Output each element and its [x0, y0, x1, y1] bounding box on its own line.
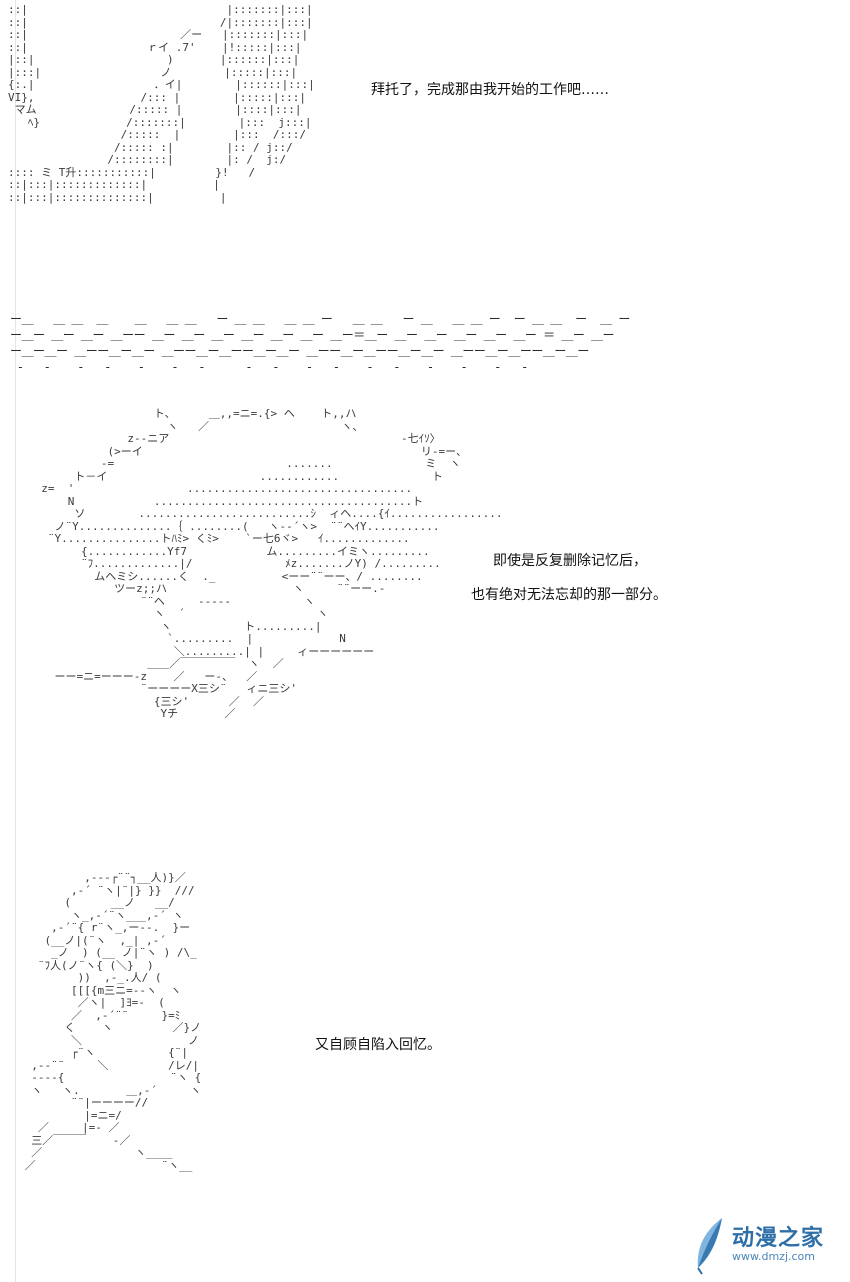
panel2-ascii-art: ト、 ＿,,=ニ=.{> ヘ ト,,ハ ヽ ／ ヽ、 z--ニア -七ｲｿ〉 (…	[41, 407, 503, 720]
panel1-caption: 拜托了，完成那由我开始的工作吧……	[371, 82, 609, 98]
panel3-caption: 又自顾自陷入回忆。	[315, 1037, 441, 1053]
comic-page: ::| |:::::::|:::| ::| /|:::::::|:::| ::|…	[8, 0, 846, 1282]
feather-logo-icon	[697, 1218, 722, 1275]
panel1-ascii-art: ::| |:::::::|:::| ::| /|:::::::|:::| ::|…	[8, 3, 315, 204]
panel-divider: ー＿ ＿ ＿ ＿ ＿ ＿ ＿ ー ＿ ＿ ＿ ＿ ー ＿ ＿ ー ＿ ＿ ＿ ー…	[10, 312, 630, 374]
panel3-ascii-art: ,---┌¨¨┐__人)}／ ,-´ ¨ヽ|¨|} }} /// ( __ノ _…	[24, 871, 202, 1172]
watermark-name: 动漫之家	[732, 1226, 825, 1251]
panel2-caption-line2: 也有绝对无法忘却的那一部分。	[471, 587, 667, 603]
panel2-caption-line1: 即使是反复删除记忆后，	[493, 553, 647, 569]
page-border-left	[15, 0, 16, 1282]
site-watermark: 动漫之家 www.dmzj.com	[692, 1216, 842, 1276]
watermark-url: www.dmzj.com	[732, 1250, 815, 1263]
